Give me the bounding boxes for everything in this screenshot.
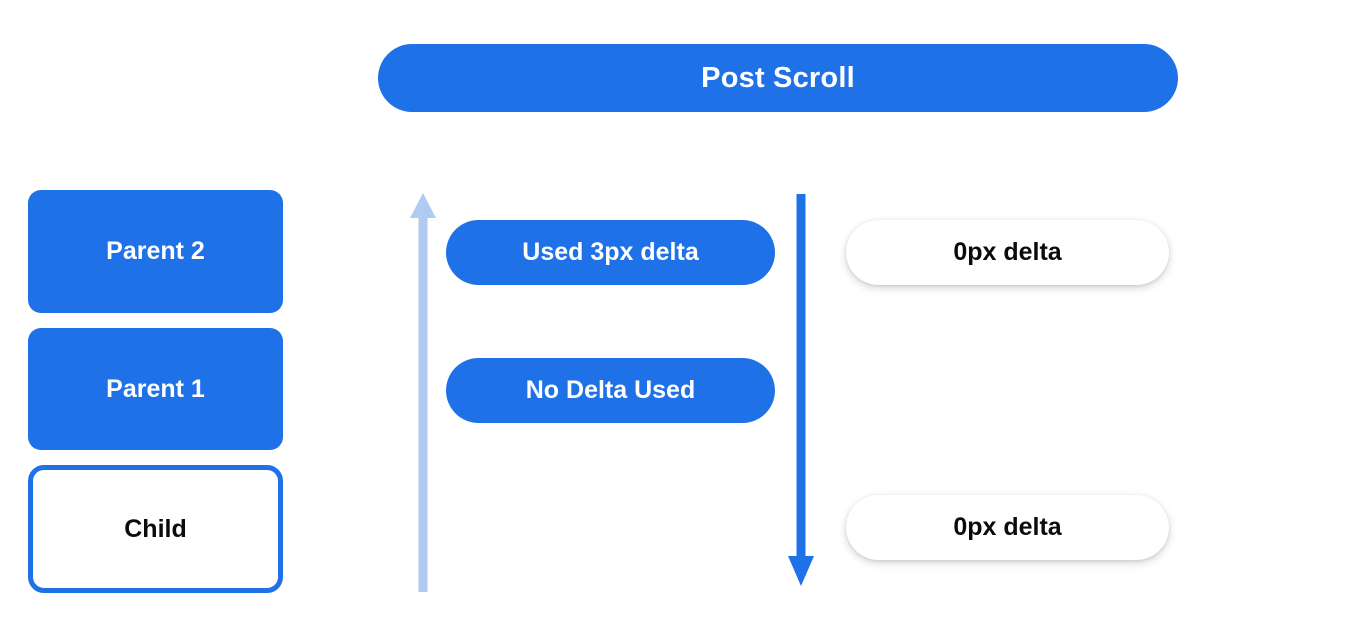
page-title: Post Scroll — [701, 61, 855, 94]
arrow-up-icon — [410, 193, 436, 592]
post-scroll-header: Post Scroll — [378, 44, 1178, 112]
event-pill-used-delta-label: Used 3px delta — [522, 238, 699, 266]
result-pill-delta-top-label: 0px delta — [953, 238, 1062, 266]
node-child-label: Child — [124, 514, 187, 543]
result-pill-delta-bottom-label: 0px delta — [953, 513, 1062, 541]
node-parent-1: Parent 1 — [28, 328, 283, 450]
result-pill-delta-top: 0px delta — [846, 220, 1169, 285]
node-parent-1-label: Parent 1 — [106, 374, 205, 403]
arrow-down-icon — [788, 194, 814, 586]
result-pill-delta-bottom: 0px delta — [846, 495, 1169, 560]
event-pill-used-delta: Used 3px delta — [446, 220, 775, 285]
node-child: Child — [28, 465, 283, 593]
node-parent-2-label: Parent 2 — [106, 237, 205, 265]
node-parent-2: Parent 2 — [28, 190, 283, 313]
event-pill-no-delta: No Delta Used — [446, 358, 775, 423]
event-pill-no-delta-label: No Delta Used — [525, 376, 696, 404]
